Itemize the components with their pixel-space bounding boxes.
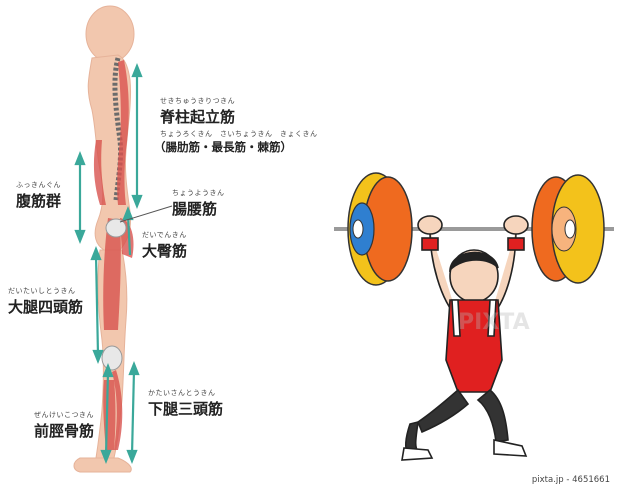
ruby-tibialis: ぜんけいこつきん	[34, 410, 94, 420]
label-triceps-surae: かたいさんとうきん 下腿三頭筋	[148, 388, 223, 419]
name-triceps-surae: 下腿三頭筋	[148, 398, 223, 419]
name-gluteus: 大臀筋	[142, 240, 187, 261]
name-tibialis: 前脛骨筋	[34, 420, 94, 441]
image-credit: pixta.jp - 4651661	[532, 475, 610, 485]
weightlifter-illustration: PIXTA pixta.jp - 4651661	[318, 0, 618, 491]
watermark-pixta: PIXTA	[458, 310, 530, 335]
label-quadriceps: だいたいしとうきん 大腿四頭筋	[8, 286, 83, 317]
lifter-figure	[402, 216, 528, 460]
label-iliopsoas: ちょうようきん 腸腰筋	[172, 188, 225, 219]
label-tibialis: ぜんけいこつきん 前脛骨筋	[34, 410, 94, 441]
label-abdominals: ふっきんぐん 腹筋群	[16, 180, 61, 211]
left-plates	[348, 173, 412, 285]
weightlifter-svg	[318, 0, 618, 491]
name-abdominal: 腹筋群	[16, 190, 61, 211]
anatomy-illustration: せきちゅうきりつきん 脊柱起立筋 ちょうろくきん さいちょうきん きょくきん （…	[0, 0, 318, 491]
label-erector-spinae: せきちゅうきりつきん 脊柱起立筋 ちょうろくきん さいちょうきん きょくきん （…	[160, 96, 318, 155]
ruby-triceps-surae: かたいさんとうきん	[148, 388, 223, 398]
name-iliopsoas: 腸腰筋	[172, 198, 225, 219]
ruby-erector: せきちゅうきりつきん	[160, 96, 318, 106]
name-quadriceps: 大腿四頭筋	[8, 296, 83, 317]
ruby-iliopsoas: ちょうようきん	[172, 188, 225, 198]
ruby-erector-sub: ちょうろくきん さいちょうきん きょくきん	[160, 129, 318, 139]
name-erector-sub: （腸肋筋・最長筋・棘筋）	[154, 139, 318, 155]
ruby-abdominal: ふっきんぐん	[16, 180, 61, 190]
ruby-gluteus: だいでんきん	[142, 230, 187, 240]
name-erector: 脊柱起立筋	[160, 106, 318, 127]
label-gluteus: だいでんきん 大臀筋	[142, 230, 187, 261]
ruby-quadriceps: だいたいしとうきん	[8, 286, 83, 296]
right-plates	[532, 175, 604, 283]
